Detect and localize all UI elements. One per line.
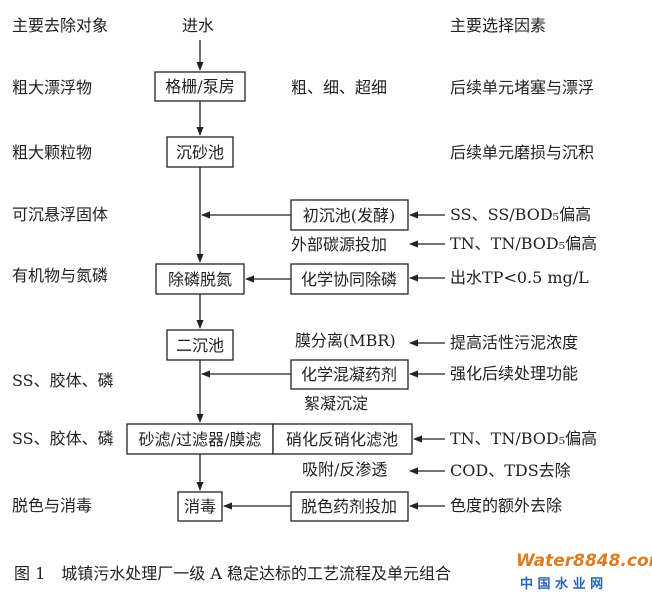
box-disinfection <box>177 491 223 522</box>
right-text-tn-high-2: TN、TN/BOD₅偏高 <box>450 429 597 448</box>
box-grit-chamber-label: 沉砂池 <box>176 143 224 162</box>
left-label-settleable: 可沉悬浮固体 <box>12 205 108 224</box>
right-text-enhance: 强化后续处理功能 <box>450 364 578 383</box>
box-filtration <box>126 423 274 455</box>
header-right: 主要选择因素 <box>450 16 546 35</box>
box-disinfection-label: 消毒 <box>184 497 216 516</box>
text-external-carbon: 外部碳源投加 <box>291 235 387 254</box>
box-primary-settling <box>290 199 409 231</box>
left-label-decolor-disinfect: 脱色与消毒 <box>12 496 92 515</box>
left-label-particles: 粗大颗粒物 <box>12 143 92 162</box>
watermark-bottom: 中 国 水 业 网 <box>520 576 603 592</box>
right-text-abrasion: 后续单元磨损与沉积 <box>450 143 594 162</box>
box-screen-pump <box>154 71 246 102</box>
left-label-ss-colloid-p-2: SS、胶体、磷 <box>12 429 114 448</box>
box-nitrification-filter-label: 硝化反硝化滤池 <box>286 430 398 449</box>
box-filtration-label: 砂滤/过滤器/膜滤 <box>139 430 262 449</box>
box-decolorant-dosing <box>290 491 409 522</box>
right-text-tp-limit: 出水TP<0.5 mg/L <box>450 268 589 287</box>
header-left: 主要去除对象 <box>12 16 108 35</box>
box-coagulant-dosing-label: 化学混凝药剂 <box>301 365 397 384</box>
box-p-n-removal-label: 除磷脱氮 <box>168 270 232 289</box>
box-chemical-p-removal-label: 化学协同除磷 <box>301 270 397 289</box>
box-screen-pump-label: 格栅/泵房 <box>165 77 234 96</box>
left-label-floating: 粗大漂浮物 <box>12 78 92 97</box>
text-mbr: 膜分离(MBR) <box>295 331 396 350</box>
box-primary-settling-label: 初沉池(发酵) <box>303 206 396 225</box>
right-text-clogging: 后续单元堵塞与漂浮 <box>450 78 594 97</box>
box-secondary-clarifier-label: 二沉池 <box>176 336 224 355</box>
right-text-cod-tds: COD、TDS去除 <box>450 461 571 480</box>
box-grit-chamber <box>166 136 234 168</box>
left-label-organics-np: 有机物与氮磷 <box>12 266 108 285</box>
box-coagulant-dosing <box>290 359 409 390</box>
right-text-tn-high-1: TN、TN/BOD₅偏高 <box>450 234 597 253</box>
right-text-color: 色度的额外去除 <box>450 496 562 515</box>
box-p-n-removal <box>155 263 245 295</box>
box-decolorant-dosing-label: 脱色药剂投加 <box>301 497 397 516</box>
left-label-ss-colloid-p-1: SS、胶体、磷 <box>12 371 114 390</box>
figure-caption: 图 1 城镇污水处理厂一级 A 稳定达标的工艺流程及单元组合 <box>14 564 451 583</box>
text-screen-types: 粗、细、超细 <box>291 78 387 97</box>
right-text-ss-high: SS、SS/BOD₅偏高 <box>450 205 591 224</box>
right-text-mlss: 提高活性污泥浓度 <box>450 333 578 352</box>
box-chemical-p-removal <box>290 263 409 295</box>
text-adsorption-ro: 吸附/反渗透 <box>302 460 387 479</box>
header-center-inflow: 进水 <box>182 16 214 35</box>
watermark-top: Water8848.com <box>516 551 652 571</box>
box-nitrification-filter <box>272 423 413 455</box>
text-flocculation: 絮凝沉淀 <box>304 394 368 413</box>
box-secondary-clarifier <box>166 329 234 361</box>
